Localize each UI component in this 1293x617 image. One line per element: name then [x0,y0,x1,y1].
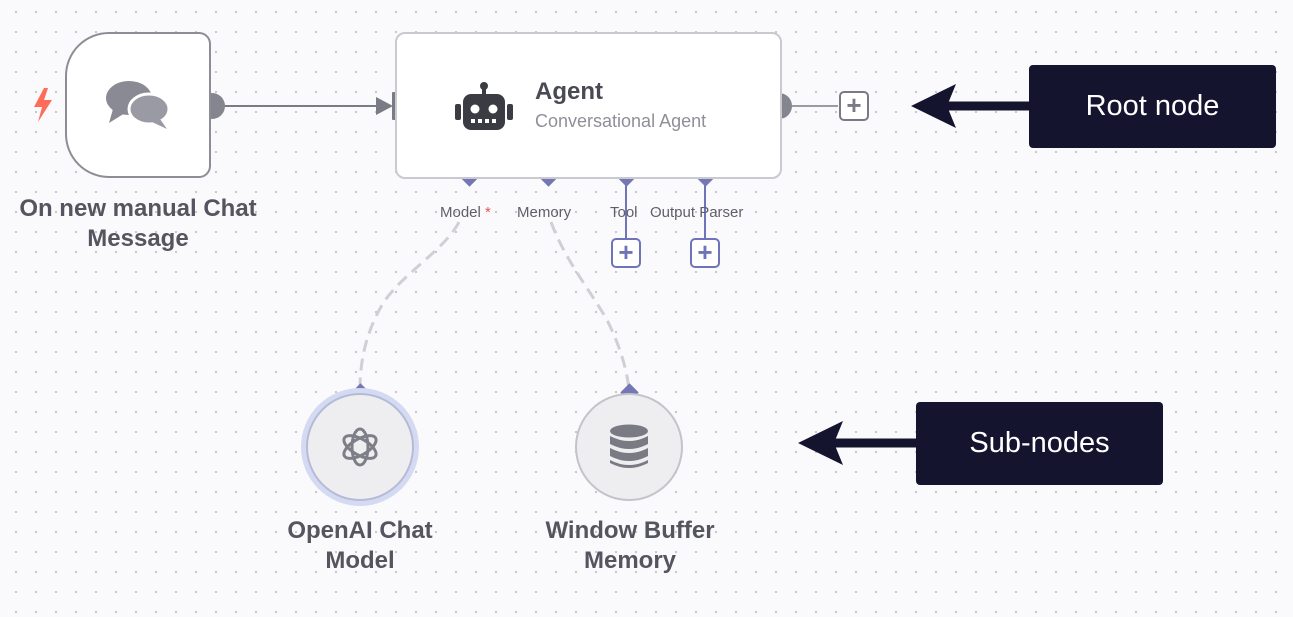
add-output-parser-button[interactable]: + [690,238,720,268]
openai-chat-model-node[interactable] [306,393,414,501]
openai-icon [342,427,378,467]
agent-root-node[interactable]: Agent Conversational Agent [395,32,782,179]
agent-subtitle: Conversational Agent [535,111,707,131]
sub-callout-arrowhead [798,421,843,465]
database-icon [610,424,648,468]
root-callout-arrowhead [911,84,956,128]
root-node-callout: Root node [1029,65,1276,148]
trigger-node-label: On new manual Chat Message [19,195,257,252]
openai-node-label: OpenAI Chat Model [287,517,433,574]
model-connection [358,221,461,393]
add-tool-button[interactable]: + [611,238,641,268]
memory-node-label: Window Buffer Memory [545,517,715,574]
required-marker: * [485,204,491,221]
tool-port-label: Tool [610,204,638,221]
lightning-bolt-icon [34,88,52,122]
memory-port-label: Memory [517,204,572,221]
output-parser-port-label: Output Parser [650,204,744,221]
robot-icon [455,82,513,130]
sub-nodes-callout: Sub-nodes [916,402,1163,485]
agent-title: Agent [535,78,603,105]
chat-bubbles-icon [106,81,171,129]
add-next-node-button[interactable]: + [839,91,869,121]
chat-trigger-node[interactable] [65,32,211,178]
connection-arrowhead [376,97,393,115]
window-buffer-memory-node[interactable] [575,393,683,501]
model-port-text: Model [440,204,481,221]
model-port-label: Model * [440,204,491,221]
